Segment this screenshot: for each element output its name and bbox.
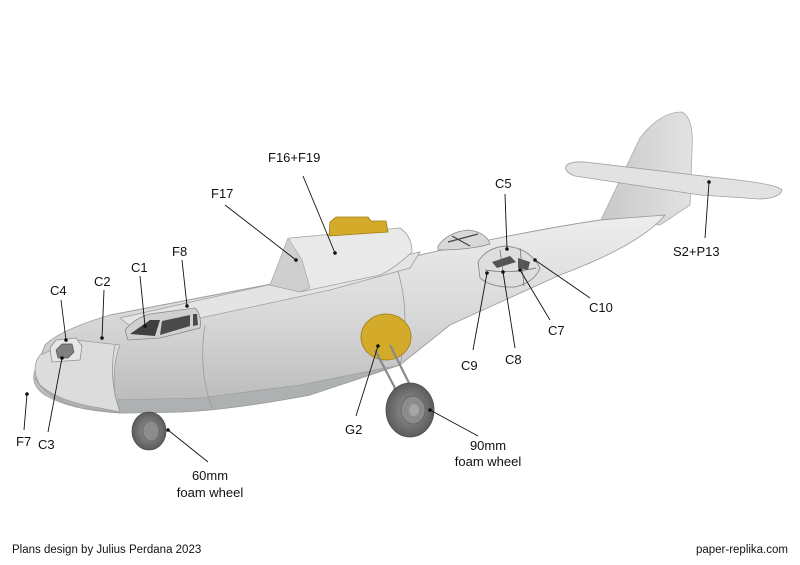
label-c4: C4 xyxy=(50,283,67,298)
label-c5: C5 xyxy=(495,176,512,191)
label-f7: F7 xyxy=(16,434,31,449)
wing-mount-tab xyxy=(328,216,389,237)
label-c7: C7 xyxy=(548,323,565,338)
label-c9: C9 xyxy=(461,358,478,373)
panel-line xyxy=(202,324,213,409)
cockpit-window xyxy=(160,315,190,335)
label-nose-wheel-size: 60mm xyxy=(192,468,228,483)
label-c10: C10 xyxy=(589,300,613,315)
vertical-fin xyxy=(599,111,693,226)
footer-website: paper-replika.com xyxy=(696,544,788,556)
horizontal-stabilizer xyxy=(565,161,783,200)
wheel-well xyxy=(360,313,412,361)
label-c8: C8 xyxy=(505,352,522,367)
label-main-wheel-size: 90mm xyxy=(470,438,506,453)
label-nose-wheel-type: foam wheel xyxy=(177,485,244,500)
panel-line xyxy=(112,344,121,413)
nose-wheel xyxy=(131,411,167,451)
dorsal-turret xyxy=(437,229,491,251)
blister-window xyxy=(518,258,530,270)
label-g2: G2 xyxy=(345,422,362,437)
label-s2-p13: S2+P13 xyxy=(673,244,720,259)
cockpit-window xyxy=(130,320,160,336)
footer-credit: Plans design by Julius Perdana 2023 xyxy=(12,544,201,556)
label-f8: F8 xyxy=(172,244,187,259)
nose-window xyxy=(55,343,75,359)
label-main-wheel-type: foam wheel xyxy=(455,454,522,469)
label-f16-f19: F16+F19 xyxy=(268,150,320,165)
leader-lines xyxy=(23,175,711,463)
main-wheel xyxy=(385,382,435,438)
turret-frame xyxy=(447,233,479,247)
blister-window xyxy=(492,256,516,268)
pylon-side xyxy=(269,237,311,293)
label-c2: C2 xyxy=(94,274,111,289)
label-c3: C3 xyxy=(38,437,55,452)
label-c1: C1 xyxy=(131,260,148,275)
cockpit-window xyxy=(193,314,198,326)
label-f17: F17 xyxy=(211,186,233,201)
